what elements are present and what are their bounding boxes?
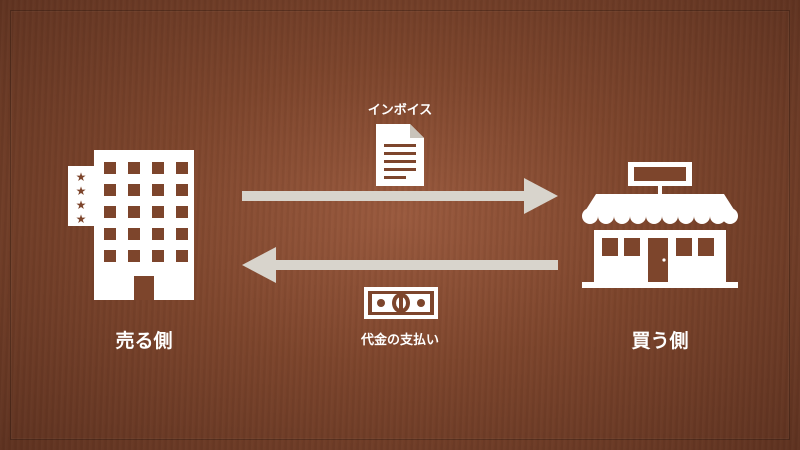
slide-frame (10, 10, 790, 440)
hotel-window (104, 206, 116, 218)
hotel-window (104, 162, 116, 174)
hotel-window (104, 184, 116, 196)
hotel-window (152, 206, 164, 218)
invoice-label: インボイス (367, 103, 433, 118)
svg-text:★: ★ (76, 212, 87, 226)
hotel-window (152, 184, 164, 196)
payment-label: 代金の支払い (360, 333, 439, 348)
hotel-window (176, 250, 188, 262)
hotel-window (104, 250, 116, 262)
hotel-window (128, 250, 140, 262)
hotel-window (152, 250, 164, 262)
svg-text:★: ★ (76, 198, 87, 212)
hotel-window (128, 184, 140, 196)
svg-text:★: ★ (76, 170, 87, 184)
invoice-arrow (242, 178, 558, 214)
hotel-window (176, 206, 188, 218)
hotel-window (152, 228, 164, 240)
store-icon (582, 162, 738, 288)
hotel-window (176, 228, 188, 240)
hotel-window (152, 162, 164, 174)
svg-text:★: ★ (76, 184, 87, 198)
hotel-window (128, 162, 140, 174)
document-icon (376, 124, 424, 186)
banknote-icon (364, 287, 438, 319)
hotel-window (176, 162, 188, 174)
hotel-window (176, 184, 188, 196)
seller-label: 売る側 (115, 330, 173, 352)
hotel-building-icon: ★ ★ ★ ★ (68, 150, 194, 300)
buyer-label: 買う側 (631, 330, 689, 352)
hotel-window (128, 206, 140, 218)
hotel-window (128, 228, 140, 240)
flow-arrows (242, 178, 558, 283)
hotel-window (104, 228, 116, 240)
payment-arrow (242, 247, 558, 283)
